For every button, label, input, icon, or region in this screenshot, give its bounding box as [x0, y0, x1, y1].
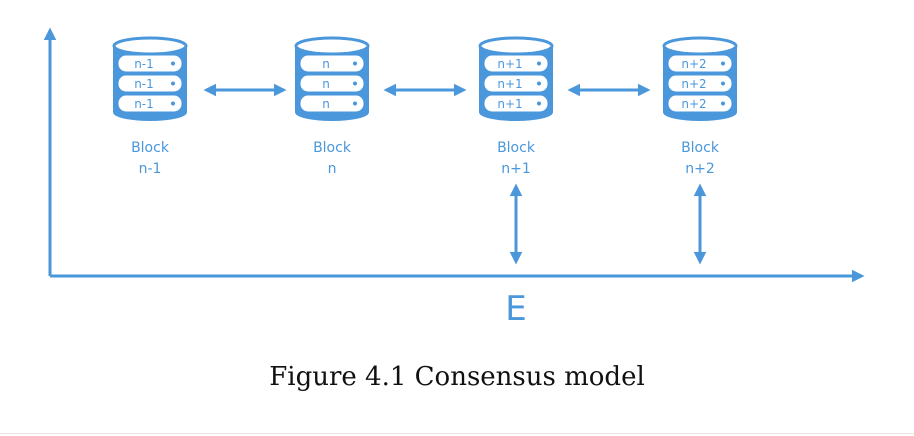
block-id: n+1 [501, 161, 531, 177]
disk-label: n [322, 57, 330, 71]
block-group-2: nnn Block n [294, 36, 370, 177]
disk-label: n [322, 97, 330, 111]
disk-label: n-1 [134, 77, 154, 91]
block-id: n+2 [685, 161, 715, 177]
block-group-4: n+2 n+2 n+2 Block n+2 [662, 36, 738, 177]
database-icon: n+2 n+2 n+2 [662, 36, 738, 121]
block-id: n [328, 161, 337, 177]
disk-label: n+2 [681, 97, 706, 111]
disk-label: n+1 [497, 57, 522, 71]
block-group-1: n-1 n-1 n-1 Block n-1 [112, 36, 188, 177]
figure-caption: Figure 4.1 Consensus model [269, 362, 645, 392]
divider [0, 433, 914, 434]
block-group-3: n+1 n+1 n+1 Block n+1 [478, 36, 554, 177]
disk-label: n [322, 77, 330, 91]
disk-label: n+2 [681, 77, 706, 91]
disk-label: n+1 [497, 97, 522, 111]
block-id: n-1 [139, 161, 162, 177]
disk-label: n+2 [681, 57, 706, 71]
database-icon: n+1 n+1 n+1 [478, 36, 554, 121]
disk-label: n-1 [134, 97, 154, 111]
x-axis-label: E [505, 289, 526, 329]
disk-label: n-1 [134, 57, 154, 71]
database-icon: n-1 n-1 n-1 [112, 36, 188, 121]
block-label: Block [131, 140, 170, 156]
database-icon: nnn [294, 36, 370, 121]
block-label: Block [313, 140, 352, 156]
disk-label: n+1 [497, 77, 522, 91]
block-label: Block [681, 140, 720, 156]
block-label: Block [497, 140, 536, 156]
